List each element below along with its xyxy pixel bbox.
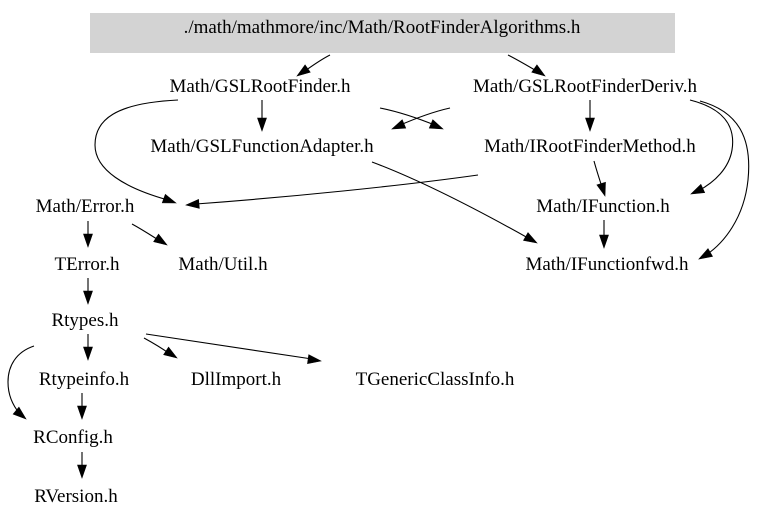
node-label: ./math/mathmore/inc/Math/RootFinderAlgor… xyxy=(184,17,581,38)
node-label: Math/IFunction.h xyxy=(536,196,670,217)
edge-line xyxy=(371,161,529,239)
node-dllimport[interactable]: DllImport.h xyxy=(191,369,282,390)
edge-irootfindermethod-to-ifunction xyxy=(593,160,606,197)
edge-line xyxy=(7,345,35,415)
edge-line xyxy=(195,174,479,205)
edge-root-to-gslrootfinderderiv xyxy=(507,54,546,77)
arrow-head-icon xyxy=(77,464,87,479)
edge-rtypes-to-rconfig xyxy=(7,345,35,420)
arrow-head-icon xyxy=(161,193,177,204)
arrow-head-icon xyxy=(690,183,706,195)
edge-line xyxy=(699,100,750,256)
node-label: Math/IRootFinderMethod.h xyxy=(484,136,696,157)
edge-gslrootfinder-to-matherror xyxy=(94,99,179,204)
edge-gslrootfinderderiv-to-ifunctionfwd xyxy=(698,100,750,260)
node-label: RVersion.h xyxy=(34,486,118,507)
edge-gslrootfinderderiv-to-irootfindermethod xyxy=(585,100,595,132)
node-background-box xyxy=(90,13,675,53)
nodes-layer: ./math/mathmore/inc/Math/RootFinderAlgor… xyxy=(33,13,698,507)
edge-irootfindermethod-to-matherror xyxy=(185,174,479,209)
node-terror[interactable]: TError.h xyxy=(55,254,120,275)
edge-line xyxy=(379,107,438,127)
node-label: Rtypes.h xyxy=(51,310,119,331)
node-tgenericclassinfo[interactable]: TGenericClassInfo.h xyxy=(356,369,515,390)
edge-line xyxy=(145,333,313,360)
arrow-head-icon xyxy=(185,198,200,209)
edge-matherror-to-terror xyxy=(83,221,93,248)
node-label: Math/Error.h xyxy=(36,196,135,217)
node-rversion[interactable]: RVersion.h xyxy=(34,486,118,507)
node-label: DllImport.h xyxy=(191,369,282,390)
node-rtypeinfo[interactable]: Rtypeinfo.h xyxy=(39,369,130,390)
edge-gslrootfinder-to-irootfindermethod xyxy=(379,107,444,130)
arrow-head-icon xyxy=(599,234,609,249)
edge-rtypes-to-dllimport xyxy=(143,337,178,359)
arrow-head-icon xyxy=(83,233,93,248)
edge-gslrootfinderderiv-to-ifunction xyxy=(689,99,734,195)
edge-rconfig-to-rversion xyxy=(77,452,87,479)
node-root[interactable]: ./math/mathmore/inc/Math/RootFinderAlgor… xyxy=(90,13,675,53)
edge-gslfunctionadapter-to-ifunctionfwd xyxy=(371,161,538,244)
arrow-head-icon xyxy=(391,119,407,130)
node-label: TGenericClassInfo.h xyxy=(356,369,515,390)
arrow-head-icon xyxy=(77,405,87,420)
edge-gslrootfinderderiv-to-gslfunctionadapter xyxy=(391,107,451,130)
arrow-head-icon xyxy=(523,232,538,244)
edge-rtypes-to-rtypeinfo xyxy=(83,334,93,361)
arrow-head-icon xyxy=(83,290,93,305)
arrow-head-icon xyxy=(163,346,178,359)
node-gslrootfinderderiv[interactable]: Math/GSLRootFinderDeriv.h xyxy=(473,76,698,97)
node-ifunction[interactable]: Math/IFunction.h xyxy=(536,196,670,217)
node-label: Math/GSLRootFinder.h xyxy=(169,76,351,97)
arrow-head-icon xyxy=(296,64,311,77)
node-label: Math/IFunctionfwd.h xyxy=(525,254,689,275)
node-ifunctionfwd[interactable]: Math/IFunctionfwd.h xyxy=(525,254,689,275)
arrow-head-icon xyxy=(585,117,595,132)
arrow-head-icon xyxy=(83,346,93,361)
arrow-head-icon xyxy=(307,354,322,365)
node-rconfig[interactable]: RConfig.h xyxy=(33,427,113,448)
arrow-head-icon xyxy=(596,181,606,197)
arrow-head-icon xyxy=(153,233,168,246)
arrow-head-icon xyxy=(531,64,546,77)
node-gslrootfinder[interactable]: Math/GSLRootFinder.h xyxy=(169,76,351,97)
edges-layer xyxy=(7,54,750,479)
node-matherror[interactable]: Math/Error.h xyxy=(36,196,135,217)
node-label: TError.h xyxy=(55,254,120,275)
arrow-head-icon xyxy=(428,119,444,130)
edge-ifunction-to-ifunctionfwd xyxy=(599,220,609,249)
node-label: Math/GSLRootFinderDeriv.h xyxy=(473,76,698,97)
edge-line xyxy=(397,107,451,127)
edge-terror-to-rtypes xyxy=(83,278,93,305)
node-label: Math/Util.h xyxy=(178,254,268,275)
arrow-head-icon xyxy=(12,406,27,420)
arrow-head-icon xyxy=(257,117,267,132)
edge-matherror-to-mathutil xyxy=(131,223,168,246)
node-mathutil[interactable]: Math/Util.h xyxy=(178,254,268,275)
edge-rtypes-to-tgenericclassinfo xyxy=(145,333,322,365)
node-label: Math/GSLFunctionAdapter.h xyxy=(150,136,374,157)
edge-root-to-gslrootfinder xyxy=(296,54,331,77)
arrow-head-icon xyxy=(698,248,713,260)
edge-gslrootfinder-to-gslfunctionadapter xyxy=(257,100,267,132)
node-label: RConfig.h xyxy=(33,427,113,448)
edge-line xyxy=(94,99,179,201)
edge-rtypeinfo-to-rconfig xyxy=(77,393,87,420)
node-gslfunctionadapter[interactable]: Math/GSLFunctionAdapter.h xyxy=(150,136,374,157)
node-rtypes[interactable]: Rtypes.h xyxy=(51,310,119,331)
edge-line xyxy=(689,99,734,192)
node-label: Rtypeinfo.h xyxy=(39,369,130,390)
node-irootfindermethod[interactable]: Math/IRootFinderMethod.h xyxy=(484,136,696,157)
